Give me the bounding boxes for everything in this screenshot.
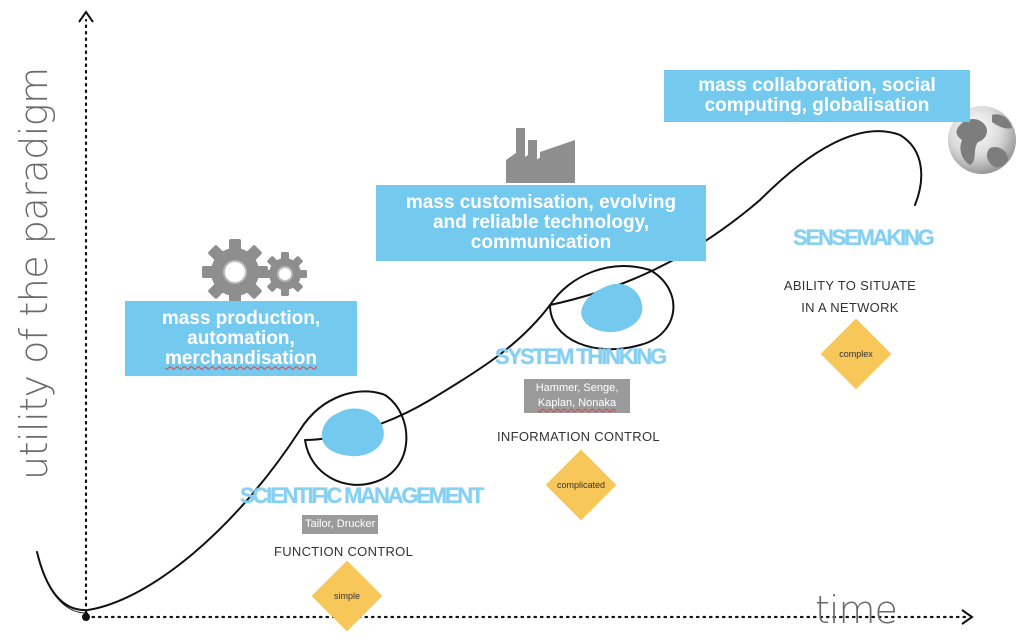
paradigm-2-line-2: and reliable technology,	[432, 212, 650, 233]
paradigm-3-line-2: computing, globalisation	[704, 95, 930, 116]
factory-icon	[506, 128, 575, 183]
paradigm-1-description: mass production, automation, merchandisa…	[125, 301, 357, 376]
loop-blob-1	[321, 408, 384, 457]
network-line-1: ABILITY TO SITUATE	[783, 278, 917, 293]
paradigm-2-line-1: mass customisation, evolving	[405, 192, 677, 213]
network-line-2: IN A NETWORK	[801, 300, 899, 315]
authors-system-thinking: Hammer, Senge, Kaplan, Nonaka	[524, 379, 630, 413]
paradigm-1-line-2: automation,	[187, 327, 295, 349]
evolution-curve	[36, 130, 923, 612]
control-function: FUNCTION CONTROL	[274, 544, 414, 559]
x-axis-arrow	[961, 609, 974, 625]
authors-1-line-1: Tailor, Drucker	[305, 518, 376, 530]
paradigm-3-line-1: mass collaboration, social	[698, 75, 936, 96]
paradigm-2-description: mass customisation, evolving and reliabl…	[376, 185, 706, 261]
complexity-label: complicated	[556, 480, 606, 490]
paradigm-1-line-1: mass production,	[161, 307, 321, 329]
paradigm-1-line-3: merchandisation	[164, 347, 318, 369]
complexity-badge-complex: complex	[818, 316, 894, 392]
origin-dot	[82, 613, 90, 621]
curve-brush	[37, 555, 89, 614]
loop-blob-2	[581, 283, 643, 333]
phase-title-scientific-management: SCIENTIFIC MANAGEMENT	[240, 483, 484, 508]
x-axis-label: time	[815, 588, 898, 632]
y-axis-arrow	[78, 10, 94, 23]
complexity-label: simple	[333, 591, 360, 601]
phase-title-system-thinking: SYSTEM THINKING	[495, 344, 667, 369]
authors-2-line-2: Kaplan, Nonaka	[537, 397, 617, 409]
complexity-badge-simple: simple	[309, 558, 385, 634]
paradigm-3-description: mass collaboration, social computing, gl…	[664, 70, 970, 122]
phase-title-sensemaking: SENSEMAKING	[793, 225, 935, 250]
authors-2-line-1: Hammer, Senge,	[535, 382, 619, 394]
control-information: INFORMATION CONTROL	[497, 429, 660, 444]
gears-icon	[202, 239, 307, 305]
y-axis-label: utility of the paradigm	[12, 67, 56, 480]
paradigm-2-line-3: communication	[470, 232, 612, 253]
authors-scientific-management: Tailor, Drucker	[302, 515, 379, 534]
complexity-label: complex	[839, 349, 873, 359]
control-network: ABILITY TO SITUATE IN A NETWORK	[780, 275, 920, 319]
complexity-badge-complicated: complicated	[543, 447, 619, 523]
globe-icon	[948, 106, 1016, 174]
